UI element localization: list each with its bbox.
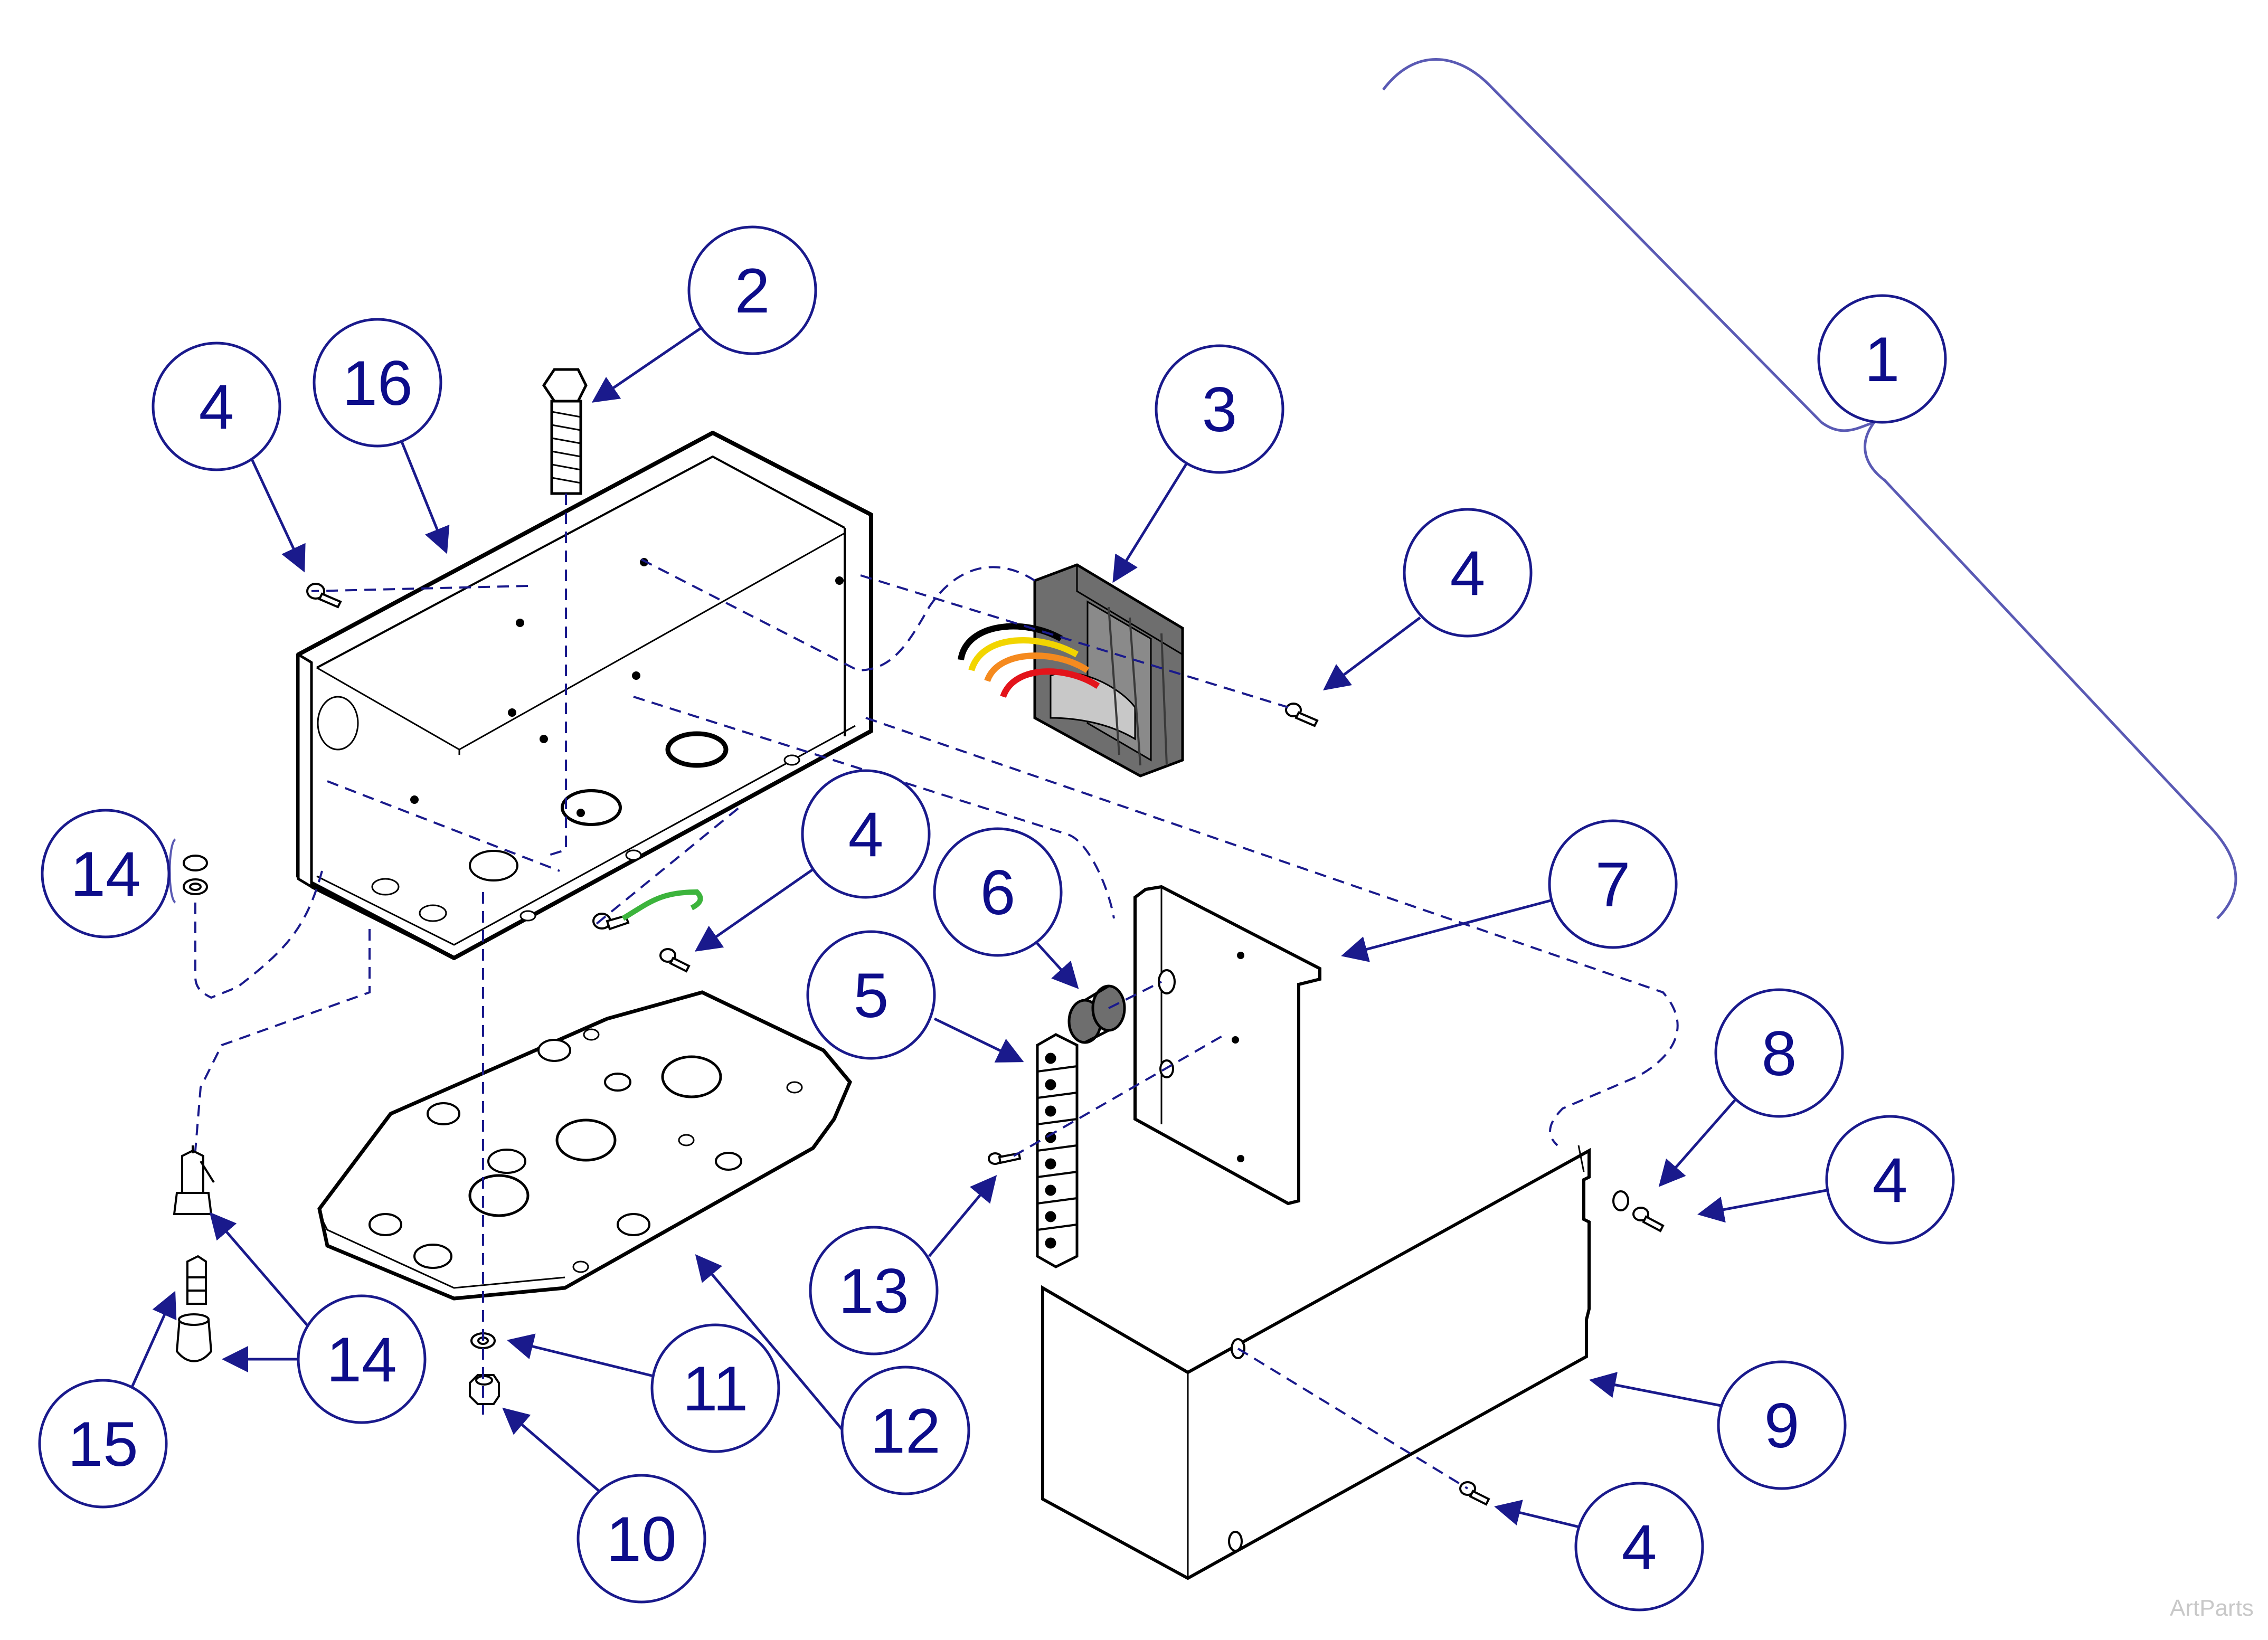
callout-9: 9 — [1717, 1360, 1847, 1490]
callout-label: 6 — [980, 857, 1016, 928]
callout-11: 11 — [650, 1323, 780, 1453]
callout-label: 7 — [1595, 849, 1631, 920]
callout-label: 10 — [606, 1504, 676, 1575]
callout-3: 3 — [1155, 344, 1284, 474]
washers-14 — [183, 855, 208, 895]
screw-4-transformer — [1285, 703, 1319, 727]
callout-4-center: 4 — [801, 769, 931, 899]
callout-label: 16 — [342, 348, 412, 419]
callout-label: 5 — [854, 960, 889, 1031]
callout-label: 3 — [1202, 374, 1237, 445]
grommet — [1067, 984, 1126, 1044]
callout-4-upper-left: 4 — [152, 342, 281, 471]
callout-4-right-transformer: 4 — [1403, 508, 1533, 638]
callout-label: 2 — [735, 255, 770, 326]
mounting-bracket — [1133, 885, 1321, 1206]
callout-4-right: 4 — [1825, 1115, 1955, 1245]
callout-label: 4 — [1450, 538, 1486, 609]
callout-label: 13 — [838, 1256, 909, 1326]
stud-14 — [173, 1145, 215, 1215]
callout-13: 13 — [809, 1226, 939, 1355]
callout-14-upper: 14 — [41, 809, 171, 939]
callout-label: 1 — [1865, 324, 1900, 395]
callout-10: 10 — [577, 1474, 706, 1604]
nut-10 — [469, 1374, 500, 1405]
callout-14-lower: 14 — [297, 1294, 427, 1424]
screw-4-right — [1632, 1207, 1665, 1233]
callout-label: 4 — [199, 372, 234, 442]
watermark: ArtParts — [2170, 1595, 2254, 1621]
callout-2: 2 — [687, 225, 817, 355]
callout-16: 16 — [313, 318, 442, 448]
screw-4-upper-left — [306, 583, 342, 609]
ground-lug — [592, 889, 703, 931]
callouts: 1 2 3 4 4 4 4 4 5 6 7 8 9 10 11 12 13 14… — [38, 225, 1955, 1611]
callout-label: 4 — [1873, 1145, 1908, 1216]
transformer — [958, 563, 1184, 778]
callout-label: 15 — [68, 1409, 138, 1480]
hex-bolt — [542, 368, 588, 495]
callout-label: 4 — [848, 799, 884, 870]
callout-4-bottom: 4 — [1574, 1482, 1704, 1611]
callout-label: 4 — [1622, 1512, 1657, 1582]
leader-lines — [125, 326, 1827, 1530]
assembly-lines — [194, 494, 1679, 1490]
assembly-bracket — [1382, 58, 2237, 919]
callout-label: 11 — [683, 1353, 749, 1424]
enclosure-box — [296, 431, 873, 960]
fuse-15 — [186, 1255, 207, 1305]
screw-4-bottom — [1459, 1481, 1490, 1506]
terminal-strip — [1036, 1033, 1079, 1268]
callout-15: 15 — [38, 1379, 168, 1509]
callout-label: 14 — [326, 1324, 396, 1395]
cover-panel — [1041, 1145, 1591, 1580]
base-plate — [317, 990, 853, 1301]
callout-12: 12 — [840, 1366, 970, 1495]
callout-1: 1 — [1817, 294, 1947, 424]
callout-label: 14 — [70, 839, 140, 909]
callout-5: 5 — [806, 930, 936, 1060]
callout-label: 9 — [1764, 1390, 1800, 1461]
cap-14 — [175, 1313, 213, 1362]
callout-label: 12 — [870, 1396, 940, 1466]
screw-13 — [988, 1152, 1022, 1165]
hardware — [168, 583, 1665, 1506]
screw-4-center — [659, 948, 691, 973]
callout-8: 8 — [1714, 988, 1844, 1118]
washer-8 — [1612, 1190, 1629, 1211]
callout-6: 6 — [933, 827, 1063, 957]
callout-label: 8 — [1762, 1018, 1797, 1089]
callout-7: 7 — [1548, 819, 1678, 949]
